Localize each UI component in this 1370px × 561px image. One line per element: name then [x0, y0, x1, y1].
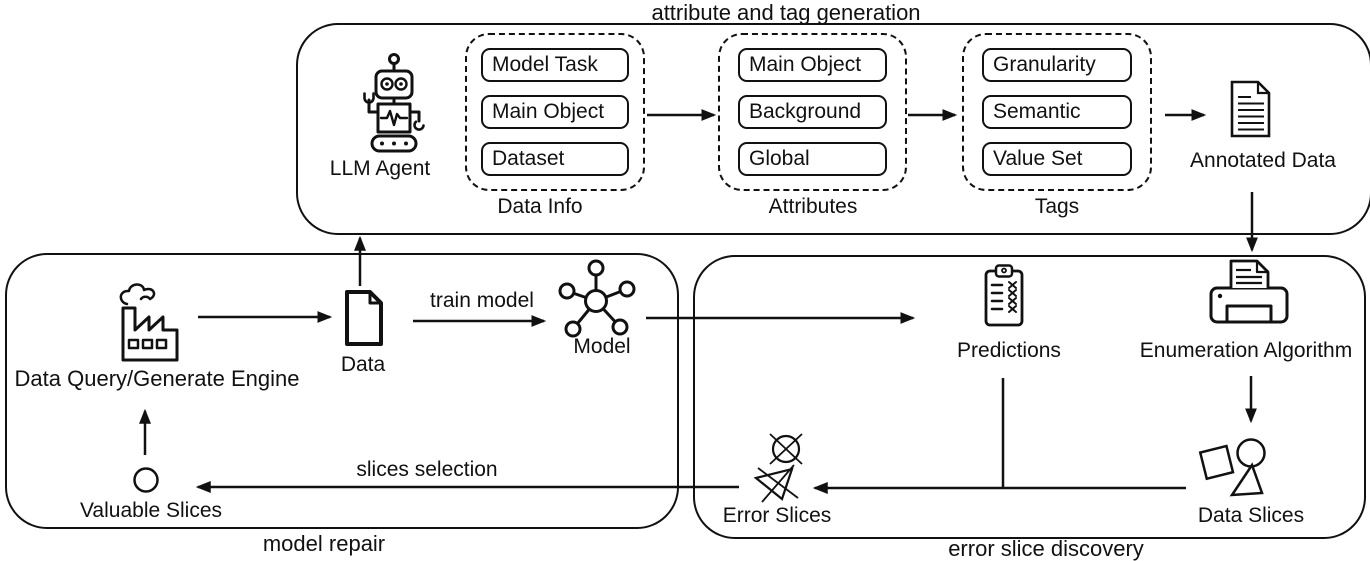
attribute-tag-generation-box — [296, 23, 1370, 235]
tags-label: Tags — [1034, 195, 1080, 218]
data-slices-label: Data Slices — [1197, 504, 1305, 527]
valuable-slice-icon — [132, 466, 160, 494]
tags-item: Value Set — [982, 142, 1132, 176]
error-slices-label: Error Slices — [722, 504, 832, 527]
model-repair-box — [5, 253, 679, 529]
data-label: Data — [340, 353, 386, 376]
tags-item: Granularity — [982, 48, 1132, 82]
annotated-document-icon — [1227, 80, 1273, 138]
tags-group: Granularity Semantic Value Set — [962, 33, 1152, 191]
data-info-item: Dataset — [481, 142, 629, 176]
predictions-label: Predictions — [957, 339, 1061, 362]
slices-selection-label: slices selection — [356, 458, 498, 481]
enumeration-algorithm-label: Enumeration Algorithm — [1139, 339, 1353, 362]
data-info-item: Main Object — [481, 95, 629, 129]
attributes-item: Global — [738, 142, 887, 176]
error-slice-discovery-box — [693, 255, 1366, 539]
error-slice-discovery-caption: error slice discovery — [948, 536, 1144, 561]
data-info-item: Model Task — [481, 48, 629, 82]
annotated-data-label: Annotated Data — [1190, 149, 1336, 172]
tags-item: Semantic — [982, 95, 1132, 129]
robot-icon — [352, 52, 436, 153]
train-model-label: train model — [430, 289, 534, 312]
printer-icon — [1208, 258, 1290, 330]
factory-icon — [103, 278, 195, 364]
error-slices-icon — [750, 428, 814, 504]
model-label: Model — [573, 335, 631, 358]
data-slices-icon — [1196, 438, 1288, 500]
data-info-label: Data Info — [497, 195, 583, 218]
data-document-icon — [342, 289, 384, 347]
attributes-item: Main Object — [738, 48, 887, 82]
figure-title: attribute and tag generation — [651, 0, 921, 25]
attributes-label: Attributes — [768, 195, 858, 218]
model-repair-caption: model repair — [262, 531, 386, 556]
data-info-group: Model Task Main Object Dataset — [465, 33, 645, 191]
valuable-slices-label: Valuable Slices — [79, 499, 223, 522]
llm-agent-label: LLM Agent — [329, 157, 431, 180]
model-network-icon — [556, 257, 636, 339]
predictions-clipboard-icon — [983, 264, 1025, 328]
attributes-group: Main Object Background Global — [718, 33, 907, 191]
attributes-item: Background — [738, 95, 887, 129]
engine-label: Data Query/Generate Engine — [14, 366, 300, 391]
